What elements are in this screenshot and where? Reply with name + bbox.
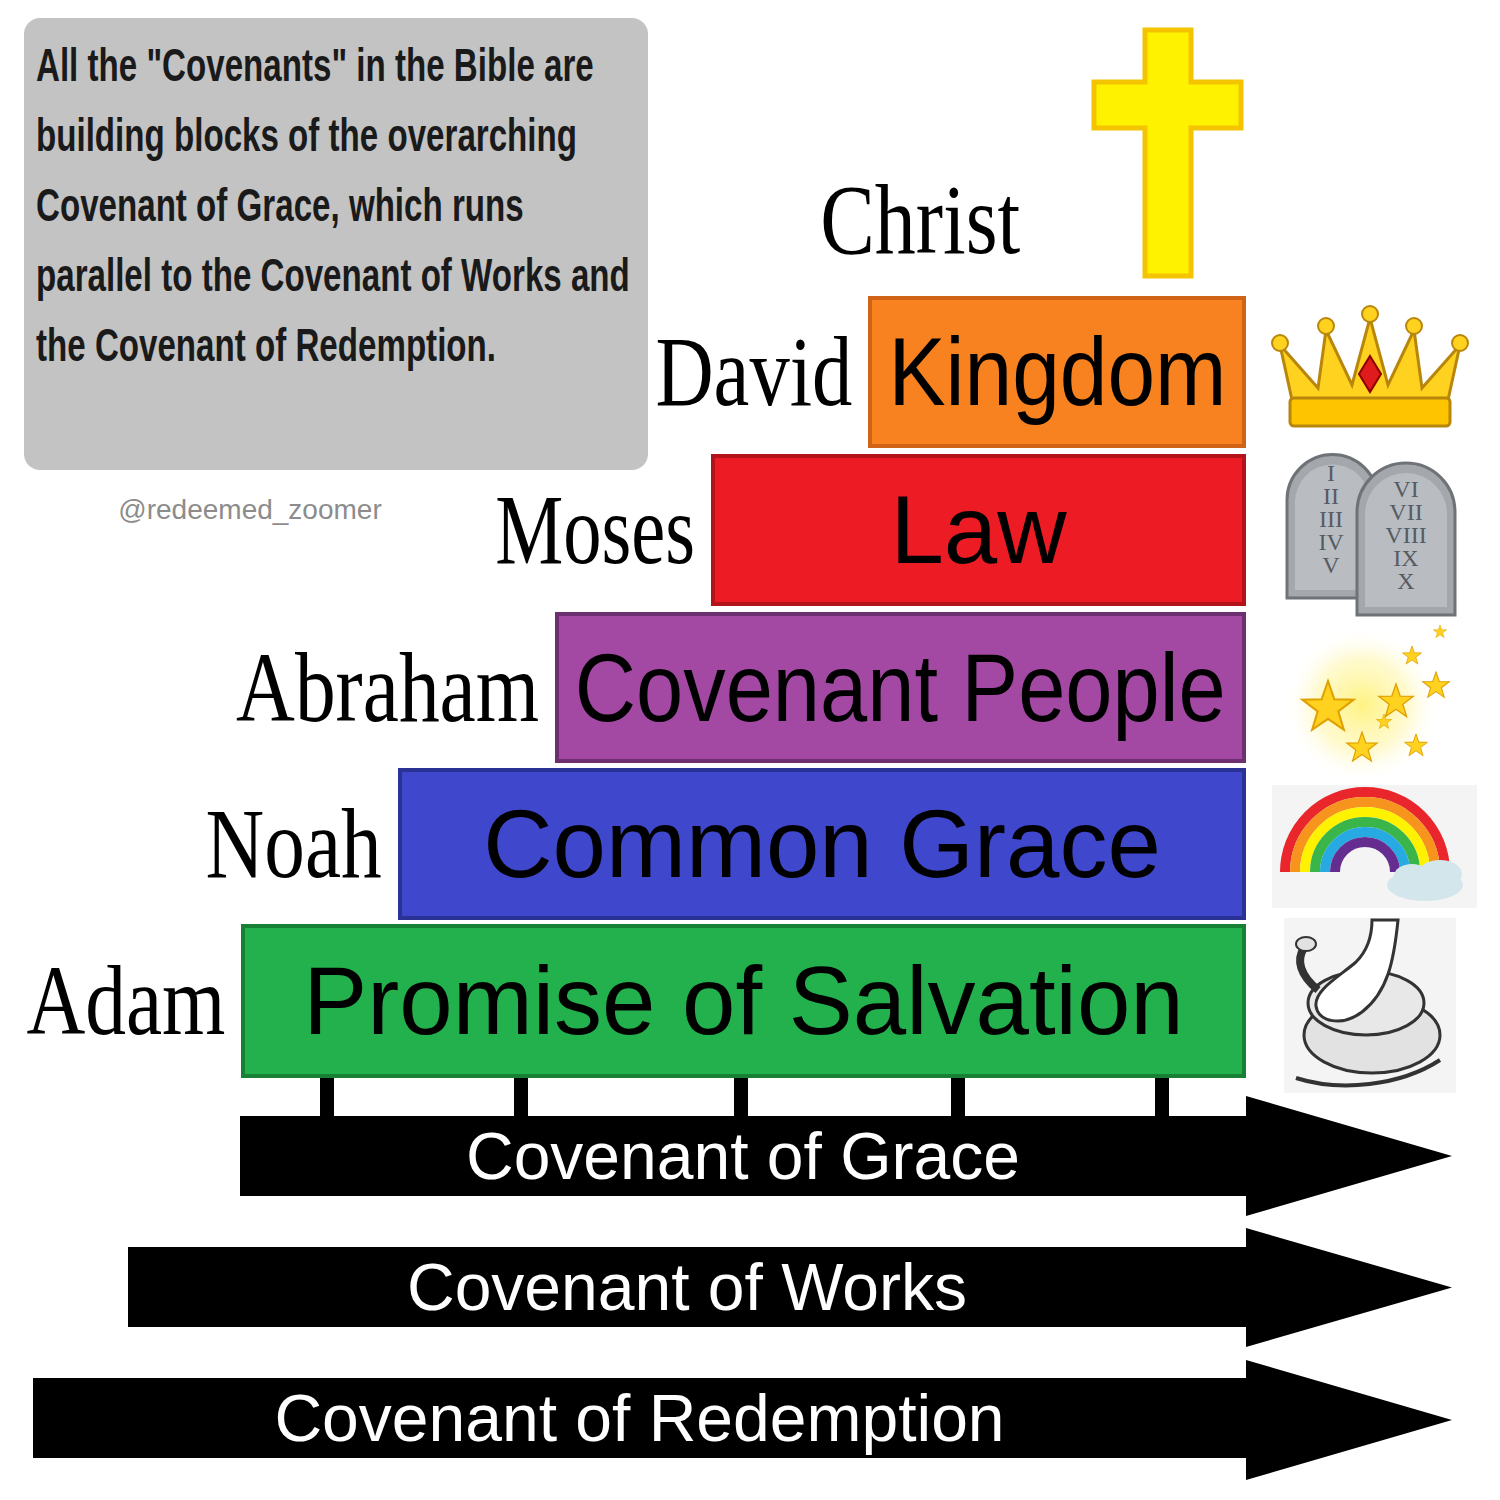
- serpent-ground: [1284, 918, 1456, 1093]
- serpent-foot-icon: [1284, 918, 1456, 1093]
- person-name: David: [655, 322, 852, 422]
- arrow-fill: [33, 1360, 1452, 1480]
- rainbow-arc: [1335, 842, 1395, 872]
- crown-band: [1290, 398, 1450, 426]
- arrow-body: Covenant of Redemption: [33, 1378, 1246, 1458]
- person-name: Moses: [495, 480, 695, 580]
- star-glow: [1284, 627, 1440, 783]
- covenant-arrow: Covenant of Redemption: [33, 1360, 1452, 1480]
- star: [1405, 734, 1428, 756]
- rainbow-arc: [1285, 792, 1445, 872]
- covenant-row: Moses Law: [495, 454, 1246, 606]
- covenant-bar: Law: [711, 454, 1246, 606]
- note-text: All the "Covenants" in the Bible are bui…: [36, 30, 636, 380]
- name-holder: Abraham: [236, 612, 539, 763]
- roman-numerals: I II III IV V: [1319, 462, 1344, 577]
- person-name: Abraham: [236, 638, 539, 738]
- label-holder: Christ: [790, 160, 1050, 280]
- rainbow-arc: [1295, 802, 1435, 872]
- bar-label: Kingdom: [888, 324, 1226, 420]
- covenant-bar: Promise of Salvation: [241, 924, 1246, 1078]
- crown-ball: [1318, 318, 1334, 334]
- arrow-fill: [128, 1228, 1452, 1347]
- star: [1302, 681, 1353, 730]
- name-holder: Adam: [26, 924, 225, 1078]
- bar-label: Common Grace: [483, 796, 1161, 892]
- covenant-bar: Covenant People: [555, 612, 1246, 763]
- connector-stub: [734, 1078, 748, 1116]
- covenant-row: David Kingdom: [655, 296, 1246, 448]
- star: [1423, 672, 1450, 697]
- covenant-row: Noah Common Grace: [206, 768, 1246, 920]
- star: [1402, 646, 1421, 664]
- connector-stub: [514, 1078, 528, 1116]
- star: [1376, 714, 1391, 728]
- heading-label: Christ: [820, 170, 1020, 270]
- covenant-arrow: Covenant of Grace: [240, 1096, 1452, 1216]
- tablet-face: [1365, 473, 1447, 607]
- crown-jewel: [1359, 356, 1381, 392]
- name-holder: Noah: [206, 768, 382, 920]
- arrow-label: Covenant of Grace: [466, 1123, 1020, 1189]
- covenant-bar: Kingdom: [868, 296, 1246, 448]
- foot: [1316, 920, 1398, 1021]
- crown-body: [1280, 318, 1460, 400]
- roman-numerals: VI VII VIII IX X: [1385, 478, 1426, 593]
- note-box: All the "Covenants" in the Bible are bui…: [24, 18, 648, 470]
- stars-icon: [1284, 625, 1449, 783]
- star: [1347, 732, 1377, 761]
- label-holder: @redeemed_zoomer: [80, 490, 420, 530]
- rainbow-arc: [1315, 822, 1415, 872]
- rainbow-arc: [1305, 812, 1425, 872]
- covenant-row: Adam Promise of Salvation: [26, 924, 1246, 1078]
- arrow-label: Covenant of Works: [407, 1254, 967, 1320]
- crown-ball: [1452, 335, 1468, 351]
- bar-label: Covenant People: [575, 640, 1226, 736]
- name-holder: David: [655, 296, 852, 448]
- star: [1379, 684, 1413, 717]
- connector-stub: [1155, 1078, 1169, 1116]
- crown-ball: [1406, 318, 1422, 334]
- crown-icon: [1272, 306, 1468, 426]
- covenant-bar: Common Grace: [398, 768, 1246, 920]
- person-name: Adam: [26, 951, 225, 1051]
- arrow-body: Covenant of Works: [128, 1247, 1246, 1327]
- serpent-neck: [1300, 948, 1318, 990]
- crown-ball: [1272, 335, 1288, 351]
- arrow-fill: [240, 1096, 1452, 1216]
- covenant-row: Abraham Covenant People: [236, 612, 1246, 763]
- tablet: [1357, 463, 1455, 615]
- covenant-arrow: Covenant of Works: [128, 1228, 1452, 1347]
- person-name: Noah: [206, 794, 382, 894]
- cloud: [1394, 864, 1430, 888]
- connector-stub: [320, 1078, 334, 1116]
- tablets-icon: [1287, 455, 1455, 616]
- watermark: @redeemed_zoomer: [118, 496, 381, 524]
- serpent-head: [1296, 937, 1316, 951]
- bar-label: Promise of Salvation: [303, 953, 1183, 1049]
- name-holder: Moses: [495, 454, 695, 606]
- rainbow-arc: [1325, 832, 1405, 872]
- arrow-label: Covenant of Redemption: [274, 1385, 1004, 1451]
- crown-ball: [1362, 306, 1378, 322]
- rainbow-ground: [1272, 785, 1477, 908]
- arrow-body: Covenant of Grace: [240, 1116, 1246, 1196]
- rainbow-icon: [1272, 785, 1477, 908]
- bar-label: Law: [890, 482, 1066, 578]
- star: [1433, 625, 1446, 638]
- cross-icon: [1094, 30, 1241, 276]
- connector-stub: [951, 1078, 965, 1116]
